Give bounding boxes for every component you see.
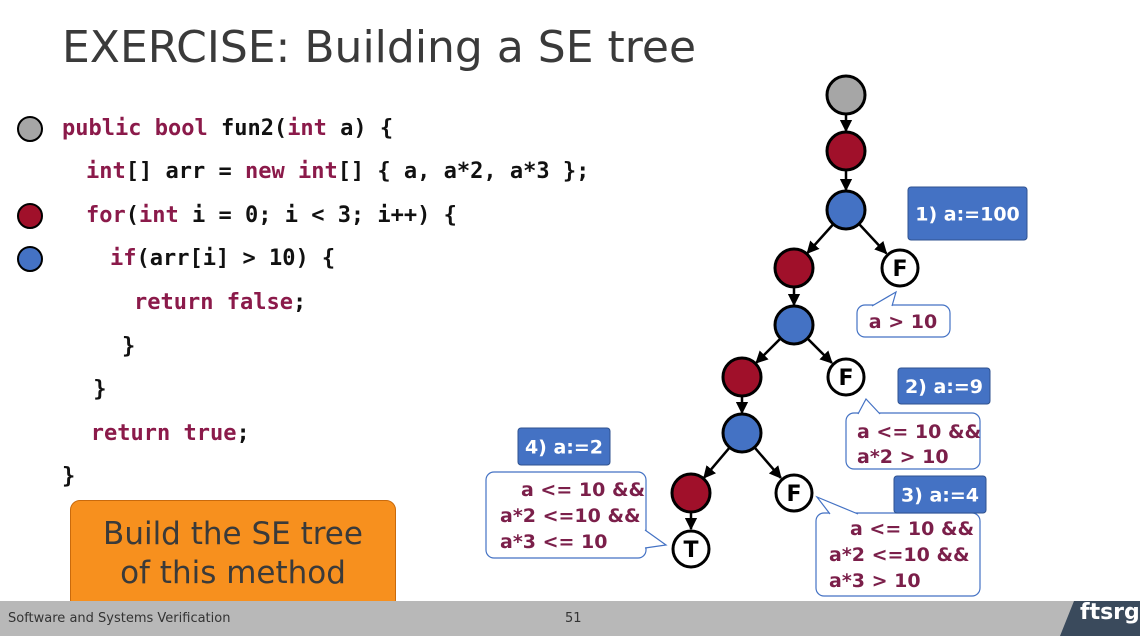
- code-text: [] { a, a*2, a*3 };: [337, 159, 590, 184]
- path-condition-text: a <= 10 &&: [857, 421, 981, 443]
- tree-edge: [858, 223, 888, 255]
- path-condition-text: a*3 <= 10: [500, 531, 608, 553]
- code-keyword: public bool: [62, 116, 221, 141]
- ftsrg-logo: ftsrg: [1080, 600, 1140, 625]
- blue-node: [773, 304, 815, 346]
- path-condition-text: a*3 > 10: [829, 570, 921, 592]
- red-node: [670, 472, 712, 514]
- red-node: [721, 356, 763, 398]
- callout-line-1: Build the SE tree: [103, 516, 363, 552]
- code-text: }: [93, 377, 107, 402]
- code-line: if(arr[i] > 10) {: [110, 244, 335, 274]
- instruction-callout: Build the SE tree of this method: [70, 500, 396, 610]
- code-line: return false;: [134, 288, 306, 318]
- bubble-tail: [815, 495, 859, 515]
- test-input-label: [893, 475, 987, 514]
- code-text: }: [62, 464, 76, 489]
- slide-title: EXERCISE: Building a SE tree: [62, 22, 697, 73]
- path-condition-text: a > 10: [869, 311, 937, 333]
- tree-edge: [703, 446, 731, 479]
- code-text: ;: [236, 421, 250, 446]
- code-keyword: new int: [244, 159, 338, 184]
- footer-course-name: Software and Systems Verification: [8, 611, 231, 626]
- false-leaf-node: [826, 357, 866, 397]
- code-keyword: for: [86, 203, 126, 228]
- code-text: fun2(: [220, 116, 288, 141]
- path-condition-text: a <= 10 &&: [850, 518, 974, 540]
- code-line: }: [122, 332, 135, 362]
- blue-node: [721, 412, 763, 454]
- condition-bubble: [856, 304, 951, 338]
- code-line: for(int i = 0; i < 3; i++) {: [86, 201, 457, 231]
- gray-node: [825, 74, 867, 116]
- test-input-label: [907, 186, 1028, 241]
- se-tree-diagram: F F F T a > 10 a <= 10 && a*2 > 10 a <= 10 && a…: [485, 74, 1028, 597]
- leaf-label: F: [838, 366, 853, 391]
- callout-line-2: of this method: [120, 555, 346, 591]
- red-line-marker: [17, 203, 43, 229]
- code-keyword: return false: [134, 290, 293, 315]
- gray-line-marker: [17, 116, 43, 142]
- code-keyword: return true: [90, 421, 237, 446]
- code-text: (: [125, 203, 139, 228]
- code-text: [] arr =: [125, 159, 245, 184]
- footer-bar: [0, 601, 1140, 636]
- code-text: i = 0; i < 3; i++) {: [178, 203, 457, 228]
- red-node: [773, 247, 815, 289]
- false-leaf-node: [880, 248, 920, 288]
- page-number: 51: [565, 611, 582, 626]
- test-input-label: [897, 367, 991, 405]
- code-line: int[] arr = new int[] { a, a*2, a*3 };: [86, 157, 589, 187]
- code-line: }: [62, 462, 75, 492]
- code-keyword: int: [139, 203, 179, 228]
- test-input-text: 1) a:=100: [915, 204, 1020, 226]
- code-keyword: int: [86, 159, 126, 184]
- blue-line-marker: [17, 246, 43, 272]
- leaf-label: T: [683, 538, 698, 563]
- test-input-text: 2) a:=9: [905, 376, 983, 398]
- code-line: public bool fun2(int a) {: [62, 114, 393, 144]
- tree-edge: [753, 446, 782, 479]
- tree-edge: [806, 337, 833, 364]
- bubble-tail: [871, 290, 897, 307]
- bubble-tail: [644, 529, 668, 549]
- bubble-tail: [857, 397, 881, 415]
- path-condition-text: a*2 <=10 &&: [500, 505, 641, 527]
- tree-edge: [755, 337, 782, 364]
- code-text: a) {: [326, 116, 394, 141]
- code-keyword: int: [287, 116, 327, 141]
- test-input-label: [517, 427, 611, 466]
- blue-node: [825, 189, 867, 231]
- test-input-text: 3) a:=4: [901, 485, 979, 507]
- code-keyword: if: [110, 246, 137, 271]
- tree-edge: [806, 223, 835, 255]
- leaf-label: F: [786, 482, 801, 507]
- test-input-text: 4) a:=2: [525, 437, 603, 459]
- red-node: [825, 130, 867, 172]
- code-text: }: [122, 334, 136, 359]
- condition-bubble: [485, 471, 647, 559]
- code-line: }: [93, 375, 106, 405]
- leaf-label: F: [892, 257, 907, 282]
- code-text: ;: [292, 290, 307, 315]
- true-leaf-node: [671, 529, 711, 569]
- path-condition-text: a <= 10 &&: [521, 479, 645, 501]
- path-condition-text: a*2 <=10 &&: [829, 544, 970, 566]
- false-leaf-node: [774, 473, 814, 513]
- condition-bubble: [845, 412, 981, 470]
- code-line: return true;: [91, 419, 250, 449]
- code-text: (arr[i] > 10) {: [136, 246, 336, 271]
- logo-background: [1060, 601, 1140, 636]
- path-condition-text: a*2 > 10: [857, 446, 949, 468]
